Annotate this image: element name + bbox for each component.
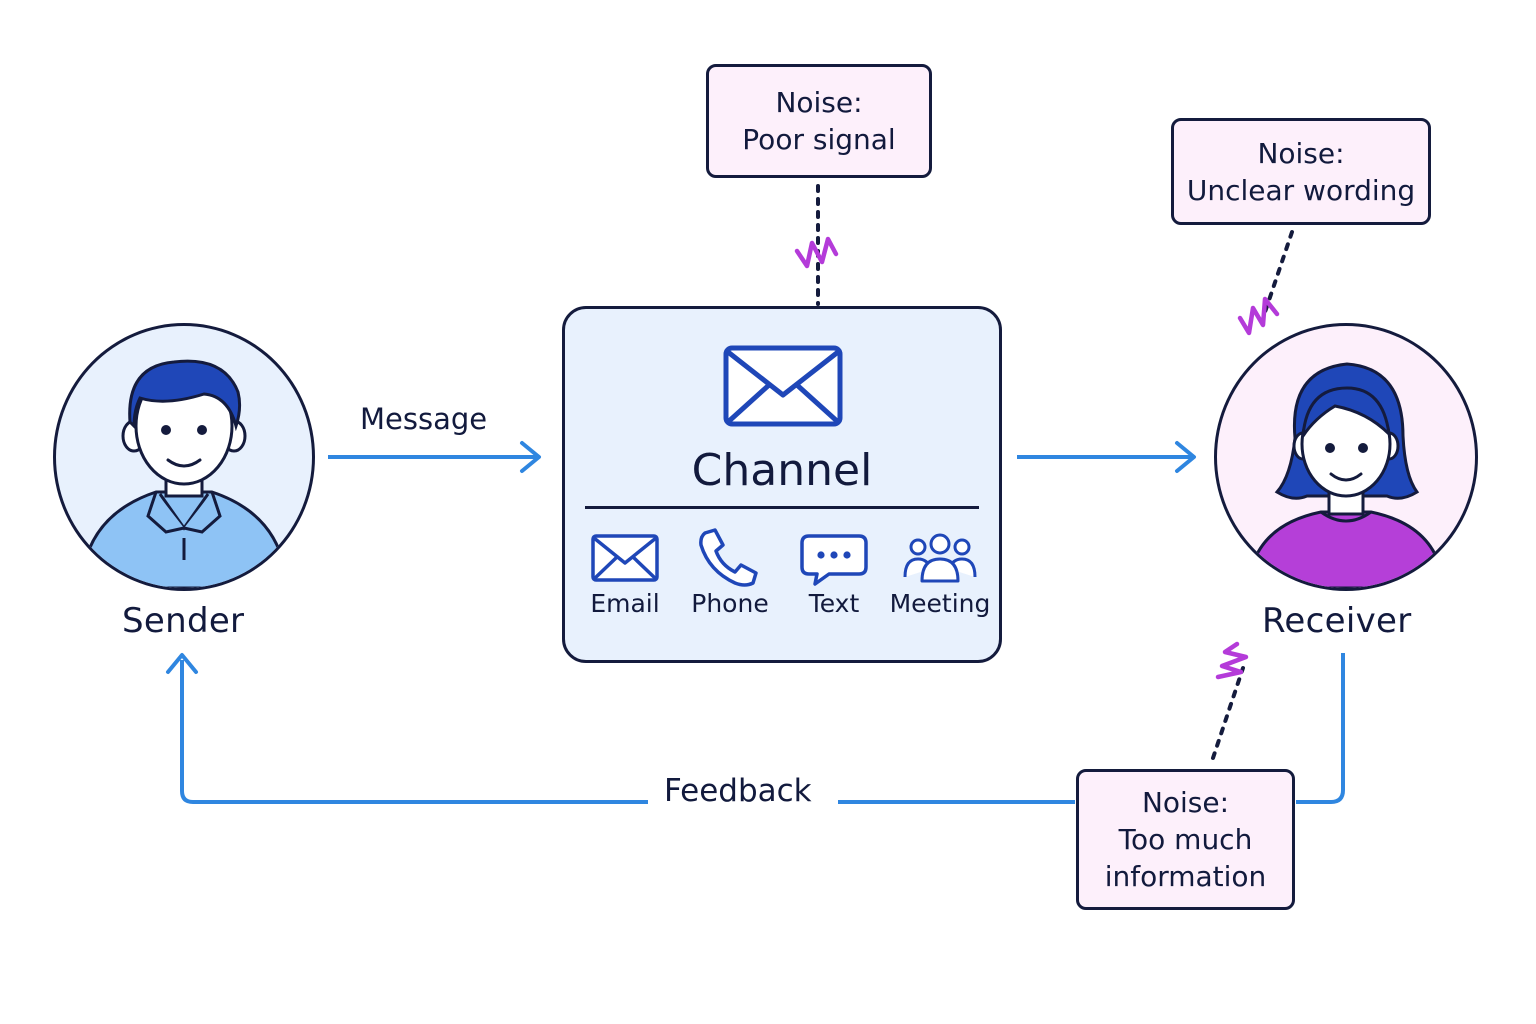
envelope-icon — [591, 534, 659, 582]
noise-text: Too much — [1118, 823, 1253, 856]
hair — [128, 359, 242, 432]
channel-box: Channel Email Phone Text — [562, 306, 1002, 663]
medium-label: Phone — [691, 589, 769, 618]
medium-phone: Phone — [675, 528, 785, 618]
noise-text: Poor signal — [742, 123, 896, 156]
noise-text: Unclear wording — [1186, 173, 1416, 207]
feedback-label: Feedback — [648, 773, 828, 809]
noise-connector-wording — [1261, 230, 1294, 320]
message-label: Message — [360, 402, 488, 436]
medium-label: Meeting — [889, 589, 991, 618]
noise-title: Noise: — [1141, 786, 1230, 819]
medium-text: Text — [779, 533, 889, 618]
message-arrow — [328, 441, 541, 473]
feedback-arrow — [166, 653, 1345, 804]
sender-label: Sender — [122, 601, 245, 641]
phone-icon — [699, 528, 758, 587]
group-icon — [903, 533, 977, 583]
channel-to-receiver-arrow — [1017, 441, 1196, 473]
noise-title: Noise: — [775, 86, 863, 119]
medium-label: Email — [590, 589, 660, 618]
noise-box-poor-signal: Noise: Poor signal — [706, 64, 932, 178]
medium-label: Text — [808, 589, 860, 618]
interference-icon — [1237, 296, 1280, 336]
envelope-icon — [723, 345, 843, 427]
noise-box-too-much-information: Noise: Too much information — [1076, 769, 1295, 910]
noise-title: Noise: — [1257, 136, 1345, 170]
chat-bubble-icon — [800, 534, 868, 586]
interference-icon — [1215, 641, 1249, 680]
channel-title: Channel — [691, 445, 873, 496]
channel-divider — [585, 506, 979, 509]
receiver-label: Receiver — [1262, 601, 1412, 641]
noise-box-unclear-wording: Noise: Unclear wording — [1171, 118, 1431, 225]
medium-email: Email — [570, 533, 680, 618]
noise-text: information — [1104, 860, 1267, 893]
medium-meeting: Meeting — [884, 533, 996, 618]
noise-connector-information — [1211, 666, 1245, 760]
receiver-avatar — [1214, 323, 1478, 591]
sender-avatar — [53, 323, 315, 591]
interference-icon — [794, 236, 839, 269]
